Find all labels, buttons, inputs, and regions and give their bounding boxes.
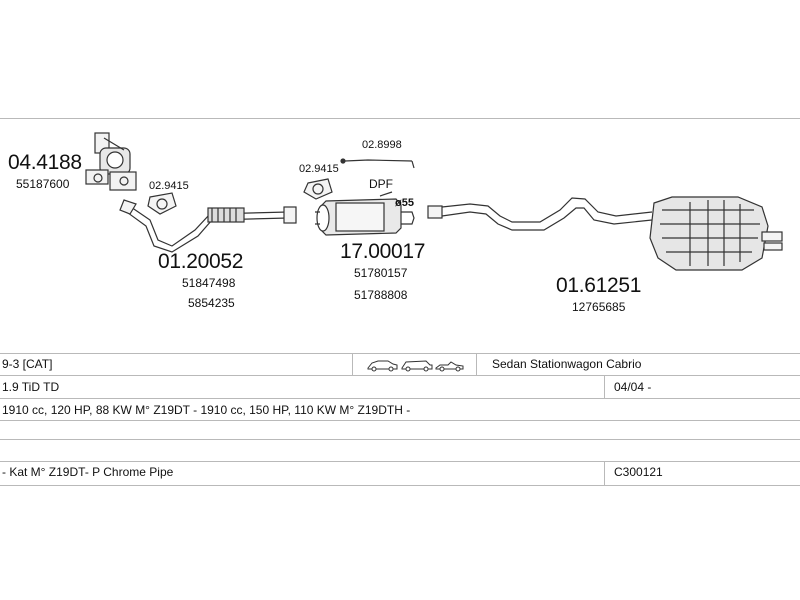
sedan-icon bbox=[367, 360, 398, 370]
part-reference-label: 55187600 bbox=[16, 177, 70, 191]
table-rule bbox=[0, 398, 800, 399]
dpf-label: DPF bbox=[369, 177, 393, 191]
model-cell: 9-3 [CAT] bbox=[2, 357, 53, 371]
car-body-icons bbox=[367, 360, 464, 372]
front-pipe-part[interactable] bbox=[119, 199, 297, 253]
table-divider bbox=[352, 353, 353, 375]
table-rule bbox=[0, 375, 800, 376]
cabrio-icon bbox=[435, 361, 464, 370]
table-divider bbox=[476, 353, 477, 375]
part-number-label[interactable]: 17.00017 bbox=[340, 240, 426, 263]
part-number-label[interactable]: 02.9415 bbox=[149, 180, 189, 192]
exhaust-parts-drawing bbox=[85, 132, 783, 271]
part-reference-label: 51847498 bbox=[182, 276, 236, 290]
part-number-label[interactable]: 01.20052 bbox=[158, 250, 244, 273]
engine-cell: 1.9 TiD TD bbox=[2, 380, 60, 394]
catalytic-converter-part[interactable] bbox=[85, 132, 137, 191]
table-rule bbox=[0, 353, 800, 354]
part-number-label[interactable]: 04.4188 bbox=[8, 151, 82, 174]
specs-cell: 1910 cc, 120 HP, 88 KW M° Z19DT - 1910 c… bbox=[2, 403, 411, 417]
rear-silencer-part[interactable] bbox=[649, 196, 783, 271]
table-rule bbox=[0, 485, 800, 486]
gasket-middle-part[interactable] bbox=[303, 178, 333, 200]
rear-pipe[interactable] bbox=[427, 197, 653, 231]
table-divider bbox=[604, 375, 605, 398]
code-cell: C300121 bbox=[614, 465, 663, 479]
part-reference-label: 51788808 bbox=[354, 288, 408, 302]
table-rule bbox=[0, 439, 800, 440]
part-number-label[interactable]: 01.61251 bbox=[556, 274, 642, 297]
dpf-part[interactable] bbox=[315, 191, 415, 236]
table-divider bbox=[604, 461, 605, 485]
table-rule bbox=[0, 420, 800, 421]
gasket-left-part[interactable] bbox=[147, 192, 177, 215]
vehicle-table: 9-3 [CAT] Sedan Stationwagon Cabrio 1.9 … bbox=[0, 340, 800, 500]
exhaust-diagram: 04.4188 55187600 02.9415 01.20052 518474… bbox=[0, 118, 800, 314]
part-reference-label: 12765685 bbox=[572, 300, 626, 314]
diameter-label: ø55 bbox=[395, 197, 414, 209]
sensor-part[interactable] bbox=[340, 158, 415, 169]
top-rule bbox=[0, 118, 800, 119]
part-number-label[interactable]: 02.9415 bbox=[299, 163, 339, 175]
table-rule bbox=[0, 461, 800, 462]
part-reference-label: 51780157 bbox=[354, 266, 408, 280]
body-types-cell: Sedan Stationwagon Cabrio bbox=[492, 357, 642, 371]
part-reference-label: 5854235 bbox=[188, 296, 235, 310]
part-number-label[interactable]: 02.8998 bbox=[362, 139, 402, 151]
note-cell: - Kat M° Z19DT- P Chrome Pipe bbox=[2, 465, 174, 479]
date-cell: 04/04 - bbox=[614, 380, 652, 394]
